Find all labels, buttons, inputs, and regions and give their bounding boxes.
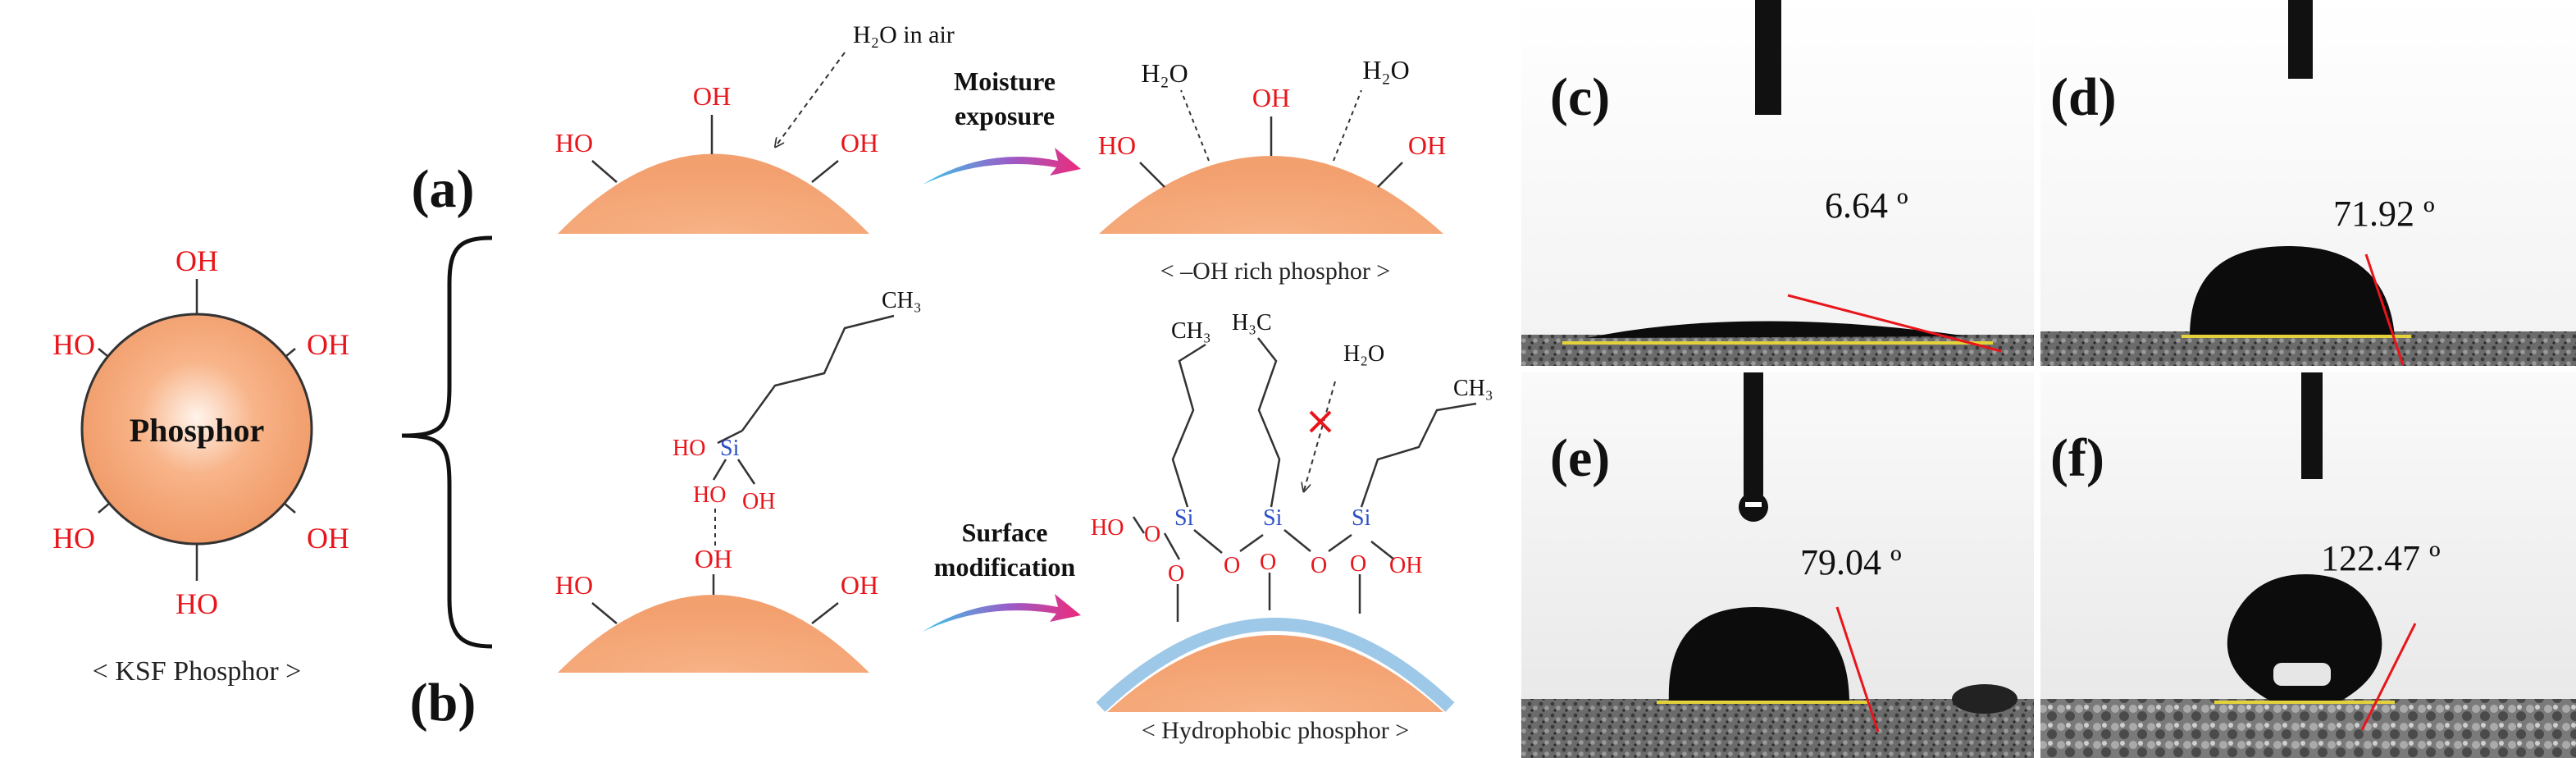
- h2o-in-air-label: H₂O in air: [853, 21, 955, 48]
- oh-rich-phosphor-caption: < –OH rich phosphor >: [1160, 258, 1390, 285]
- panel-label-f: (f): [2050, 428, 2104, 488]
- surface-modification-label: Surface: [962, 518, 1048, 547]
- phosphor-surface: [558, 153, 869, 234]
- dispensing-needle: [1755, 0, 1781, 115]
- dispensing-needle: [1744, 372, 1763, 495]
- tangent-line: [2360, 623, 2417, 731]
- silicon-label: Si: [1352, 505, 1371, 531]
- panel-label-d: (d): [2050, 67, 2117, 127]
- hydroxyl-label: HO: [52, 522, 95, 555]
- dashed-arrow: [776, 52, 846, 146]
- oxygen-label: O: [1224, 553, 1240, 578]
- moisture-exposure-label: exposure: [955, 101, 1055, 130]
- dispensing-needle: [2301, 372, 2323, 479]
- hydroxyl-label: OH: [1408, 130, 1446, 160]
- water-molecule-label: H₂O: [1141, 58, 1188, 88]
- methyl-label: H₃C: [1232, 310, 1272, 336]
- methyl-label: CH₃: [1171, 318, 1211, 344]
- phosphor-core: [80, 313, 313, 546]
- hydroxyl-label: HO: [1098, 130, 1136, 160]
- hydroxyl-label: OH: [841, 128, 878, 158]
- contact-angle-value: 122.47 º: [2321, 538, 2441, 578]
- tangent-line: [1835, 606, 1880, 733]
- methyl-label: CH₃: [1453, 376, 1493, 401]
- panel-label-b: (b): [410, 673, 476, 733]
- tangent-line: [2364, 253, 2405, 366]
- hydroxyl-label: HO: [672, 436, 705, 461]
- moisture-exposure-label: Moisture: [954, 66, 1055, 96]
- oxygen-label: O: [1260, 550, 1276, 575]
- hydroxyl-label: OH: [841, 570, 878, 600]
- oh-rich-phosphor-surface: [1099, 156, 1443, 234]
- droplet-highlight: [2273, 663, 2331, 686]
- hydrophobic-phosphor-caption: < Hydrophobic phosphor >: [1142, 717, 1409, 744]
- hydroxyl-label: OH: [742, 489, 775, 514]
- dispensing-needle: [2288, 0, 2313, 79]
- water-droplet: [1587, 321, 1968, 338]
- contact-angle-photo-f: (f) 122.47 º: [2040, 372, 2576, 758]
- silicon-label: Si: [1174, 505, 1194, 531]
- hydroxyl-label: HO: [555, 570, 593, 600]
- water-molecule-label: H₂O: [1362, 55, 1409, 84]
- hydroxyl-label: OH: [1252, 83, 1290, 112]
- process-arrow-b: [923, 594, 1081, 632]
- ksf-phosphor-caption: < KSF Phosphor >: [93, 656, 302, 687]
- ksf-phosphor-particle: Phosphor OH HO OH HO OH HO < KSF Phospho…: [52, 244, 349, 687]
- hydroxyl-label: OH: [693, 81, 731, 111]
- contact-angle-photo-c: (c) 6.64 º: [1521, 0, 2034, 366]
- hydroxyl-label: OH: [307, 522, 349, 555]
- surface-modification-label: modification: [934, 552, 1076, 582]
- hydroxyl-label: HO: [1091, 515, 1124, 541]
- silicon-label: Si: [1263, 505, 1283, 531]
- scheme-b: HO Si HO OH CH₃ OH HO OH Surface modific…: [555, 288, 1493, 744]
- oxygen-label: O: [1311, 553, 1327, 578]
- water-molecule-label: H₂O: [1343, 341, 1384, 367]
- hydroxyl-label: HO: [52, 328, 95, 361]
- process-arrow-a: [923, 148, 1081, 185]
- hydroxyl-label: OH: [1389, 553, 1422, 578]
- hydroxyl-label: OH: [695, 544, 732, 573]
- water-droplet: [2190, 246, 2395, 336]
- phosphor-core-label: Phosphor: [130, 412, 265, 449]
- hydroxyl-label: HO: [693, 482, 726, 508]
- hydrophobic-coating: [1096, 618, 1455, 712]
- phosphor-surface: [558, 595, 869, 673]
- scheme-a: OH HO OH H₂O in air Moisture exposure OH…: [555, 21, 1446, 285]
- panel-label-a: (a): [412, 159, 475, 219]
- silicon-label: Si: [720, 436, 740, 461]
- contact-angle-photo-e: (e) 79.04 º: [1521, 372, 2034, 758]
- contact-angle-photo-d: (d) 71.92 º: [2040, 0, 2576, 366]
- hydroxyl-label: HO: [176, 587, 218, 620]
- hydroxyl-label: HO: [555, 128, 593, 158]
- hydrophobic-phosphor-surface: [1107, 635, 1443, 712]
- panel-label-c: (c): [1550, 67, 1610, 127]
- oxygen-label: O: [1350, 551, 1366, 577]
- water-droplet: [1668, 607, 1849, 704]
- blocked-water-arrow: [1304, 381, 1336, 491]
- oxygen-label: O: [1144, 522, 1160, 547]
- contact-angle-value: 79.04 º: [1800, 542, 1902, 582]
- tangent-line: [1787, 294, 2002, 353]
- panel-label-e: (e): [1550, 428, 1610, 488]
- bracket: [401, 235, 493, 649]
- oxygen-label: O: [1168, 561, 1184, 587]
- methyl-label: CH₃: [882, 288, 922, 313]
- hydroxyl-label: OH: [307, 328, 349, 361]
- water-droplet: [2227, 574, 2382, 704]
- contact-angle-value: 71.92 º: [2333, 194, 2435, 234]
- hydroxyl-label: OH: [176, 244, 218, 277]
- contact-angle-value: 6.64 º: [1825, 185, 1908, 226]
